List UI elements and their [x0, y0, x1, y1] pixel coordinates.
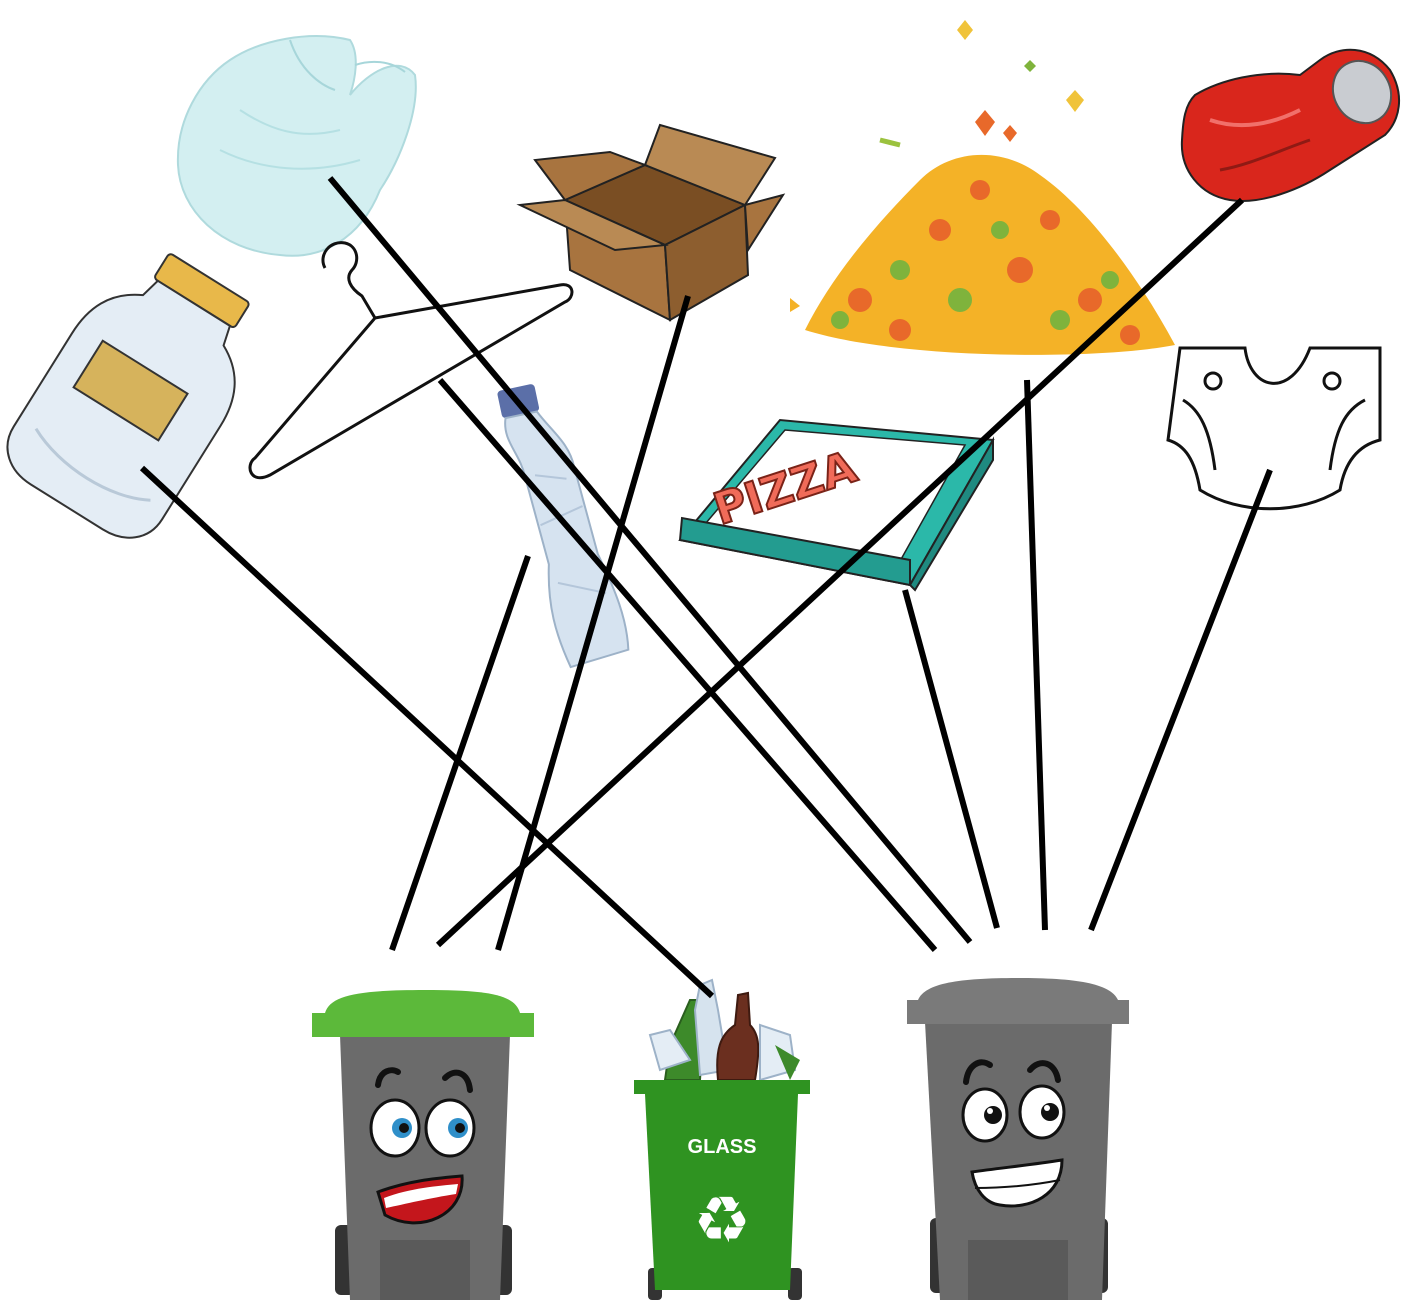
line-diaper-to-grey-bin — [1091, 470, 1270, 930]
diaper-icon — [1168, 348, 1380, 509]
plastic-bag-icon — [178, 36, 416, 256]
leaves-pile-icon — [790, 20, 1175, 355]
can-icon — [1182, 50, 1402, 201]
cardboard-box-icon — [520, 125, 783, 320]
glass-bin: GLASS ♻ — [634, 980, 810, 1300]
grey-lid-bin — [907, 978, 1129, 1300]
glass-bin-label: GLASS — [688, 1136, 757, 1158]
line-leaves-to-grey-bin — [1027, 380, 1045, 930]
line-jar-to-glass-bin — [142, 468, 712, 996]
line-bottle-to-green-bin — [392, 556, 528, 950]
recycle-icon: ♻ — [693, 1184, 750, 1258]
jar-icon — [0, 232, 284, 554]
pizza-box-icon: PIZZA — [680, 420, 993, 590]
green-lid-bin — [312, 990, 534, 1300]
